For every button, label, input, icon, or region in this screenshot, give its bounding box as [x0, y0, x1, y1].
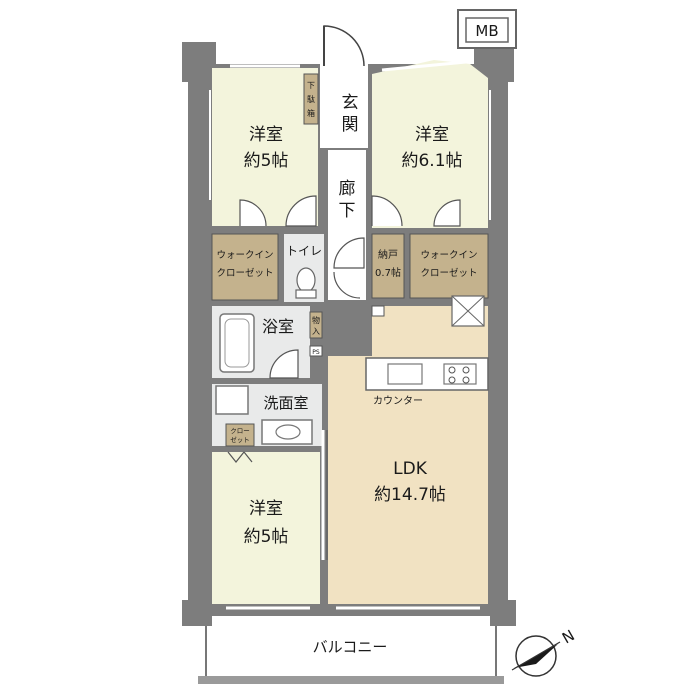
western-sw-name: 洋室: [249, 499, 283, 519]
toilet-label: トイレ: [286, 244, 322, 258]
wic-left-line1: ウォークイン: [216, 250, 273, 261]
door-closet: [227, 451, 253, 463]
western-nw-name: 洋室: [249, 125, 283, 145]
burner-1: [448, 366, 456, 374]
shoe-box-c2: 駄: [307, 94, 315, 104]
kitchen-sink: [387, 363, 423, 385]
wic-right-line1: ウォークイン: [420, 250, 477, 261]
closet: [225, 423, 255, 447]
pillar-nw: [182, 42, 216, 82]
ldk-size: 約14.7帖: [374, 485, 446, 505]
western-nw-size: 約5帖: [244, 151, 289, 171]
door-ldk-2: [333, 271, 361, 299]
door-hall-right: [371, 195, 403, 227]
shoe-box: [303, 73, 319, 125]
ps-box: [309, 345, 323, 357]
stove: [443, 363, 477, 385]
bath-label: 浴室: [262, 317, 294, 336]
closet-line2: ゼット: [230, 435, 250, 444]
bathtub-inner: [224, 318, 250, 368]
closet-line1: クロー: [230, 427, 250, 435]
mb-inner: [465, 17, 509, 43]
mono-ire-c2: 入: [312, 327, 320, 336]
washroom-label: 洗面室: [263, 394, 308, 412]
range-hood-x2: [451, 295, 485, 327]
ldk-name: LDK: [393, 459, 428, 479]
mono-ire: [309, 311, 323, 339]
burner-4: [462, 376, 470, 384]
mb-label: MB: [475, 22, 498, 40]
door-hall-left: [285, 195, 317, 227]
washing-machine: [215, 385, 249, 415]
wic-right: [409, 233, 489, 299]
window-ne: [381, 60, 467, 72]
room-western-ne: [372, 60, 488, 228]
door-ldk: [333, 237, 365, 269]
burner-2: [462, 366, 470, 374]
shoe-box-c1: 下: [307, 81, 315, 90]
genkan-char2: 関: [342, 115, 359, 135]
pillar-sw: [182, 600, 212, 626]
shoe-box-c3: 箱: [307, 108, 315, 118]
door-western-ne: [433, 199, 461, 227]
ps-label: PS: [312, 349, 320, 356]
wic-left: [211, 233, 279, 301]
wic-left-line2: クローゼット: [216, 267, 273, 279]
western-ne-size: 約6.1帖: [401, 151, 462, 171]
compass-north-label: N: [559, 626, 578, 647]
western-sw-size: 約5帖: [244, 527, 289, 547]
door-western-nw: [239, 199, 267, 227]
compass: N: [511, 626, 578, 677]
balcony-area: [205, 613, 497, 683]
compass-axis: [511, 641, 561, 671]
genkan-char1: 玄: [342, 93, 359, 113]
roka-char1: 廊: [339, 179, 356, 199]
mono-ire-c1: 物: [312, 315, 320, 325]
entry-door-swing: [323, 25, 365, 67]
vanity-sink: [275, 424, 301, 440]
distribution-box: [371, 305, 385, 317]
door-bath: [269, 349, 299, 379]
roka-char2: 下: [339, 201, 356, 221]
toilet-bowl: [296, 267, 316, 293]
counter-label: カウンター: [373, 395, 423, 407]
western-ne-name: 洋室: [415, 125, 449, 145]
nando: [371, 233, 405, 299]
balcony-label: バルコニー: [313, 638, 388, 656]
hallway-corridor: [328, 150, 366, 300]
pillar-se: [490, 600, 516, 626]
wic-right-line2: クローゼット: [420, 267, 477, 279]
toilet-tank: [295, 289, 317, 299]
hallway-entry: [320, 64, 368, 148]
balcony-rail: [198, 676, 504, 684]
room-western-sw: [212, 452, 320, 604]
burner-3: [448, 376, 456, 384]
nando-line2: 0.7帖: [375, 266, 401, 279]
nando-line1: 納戸: [378, 248, 398, 261]
